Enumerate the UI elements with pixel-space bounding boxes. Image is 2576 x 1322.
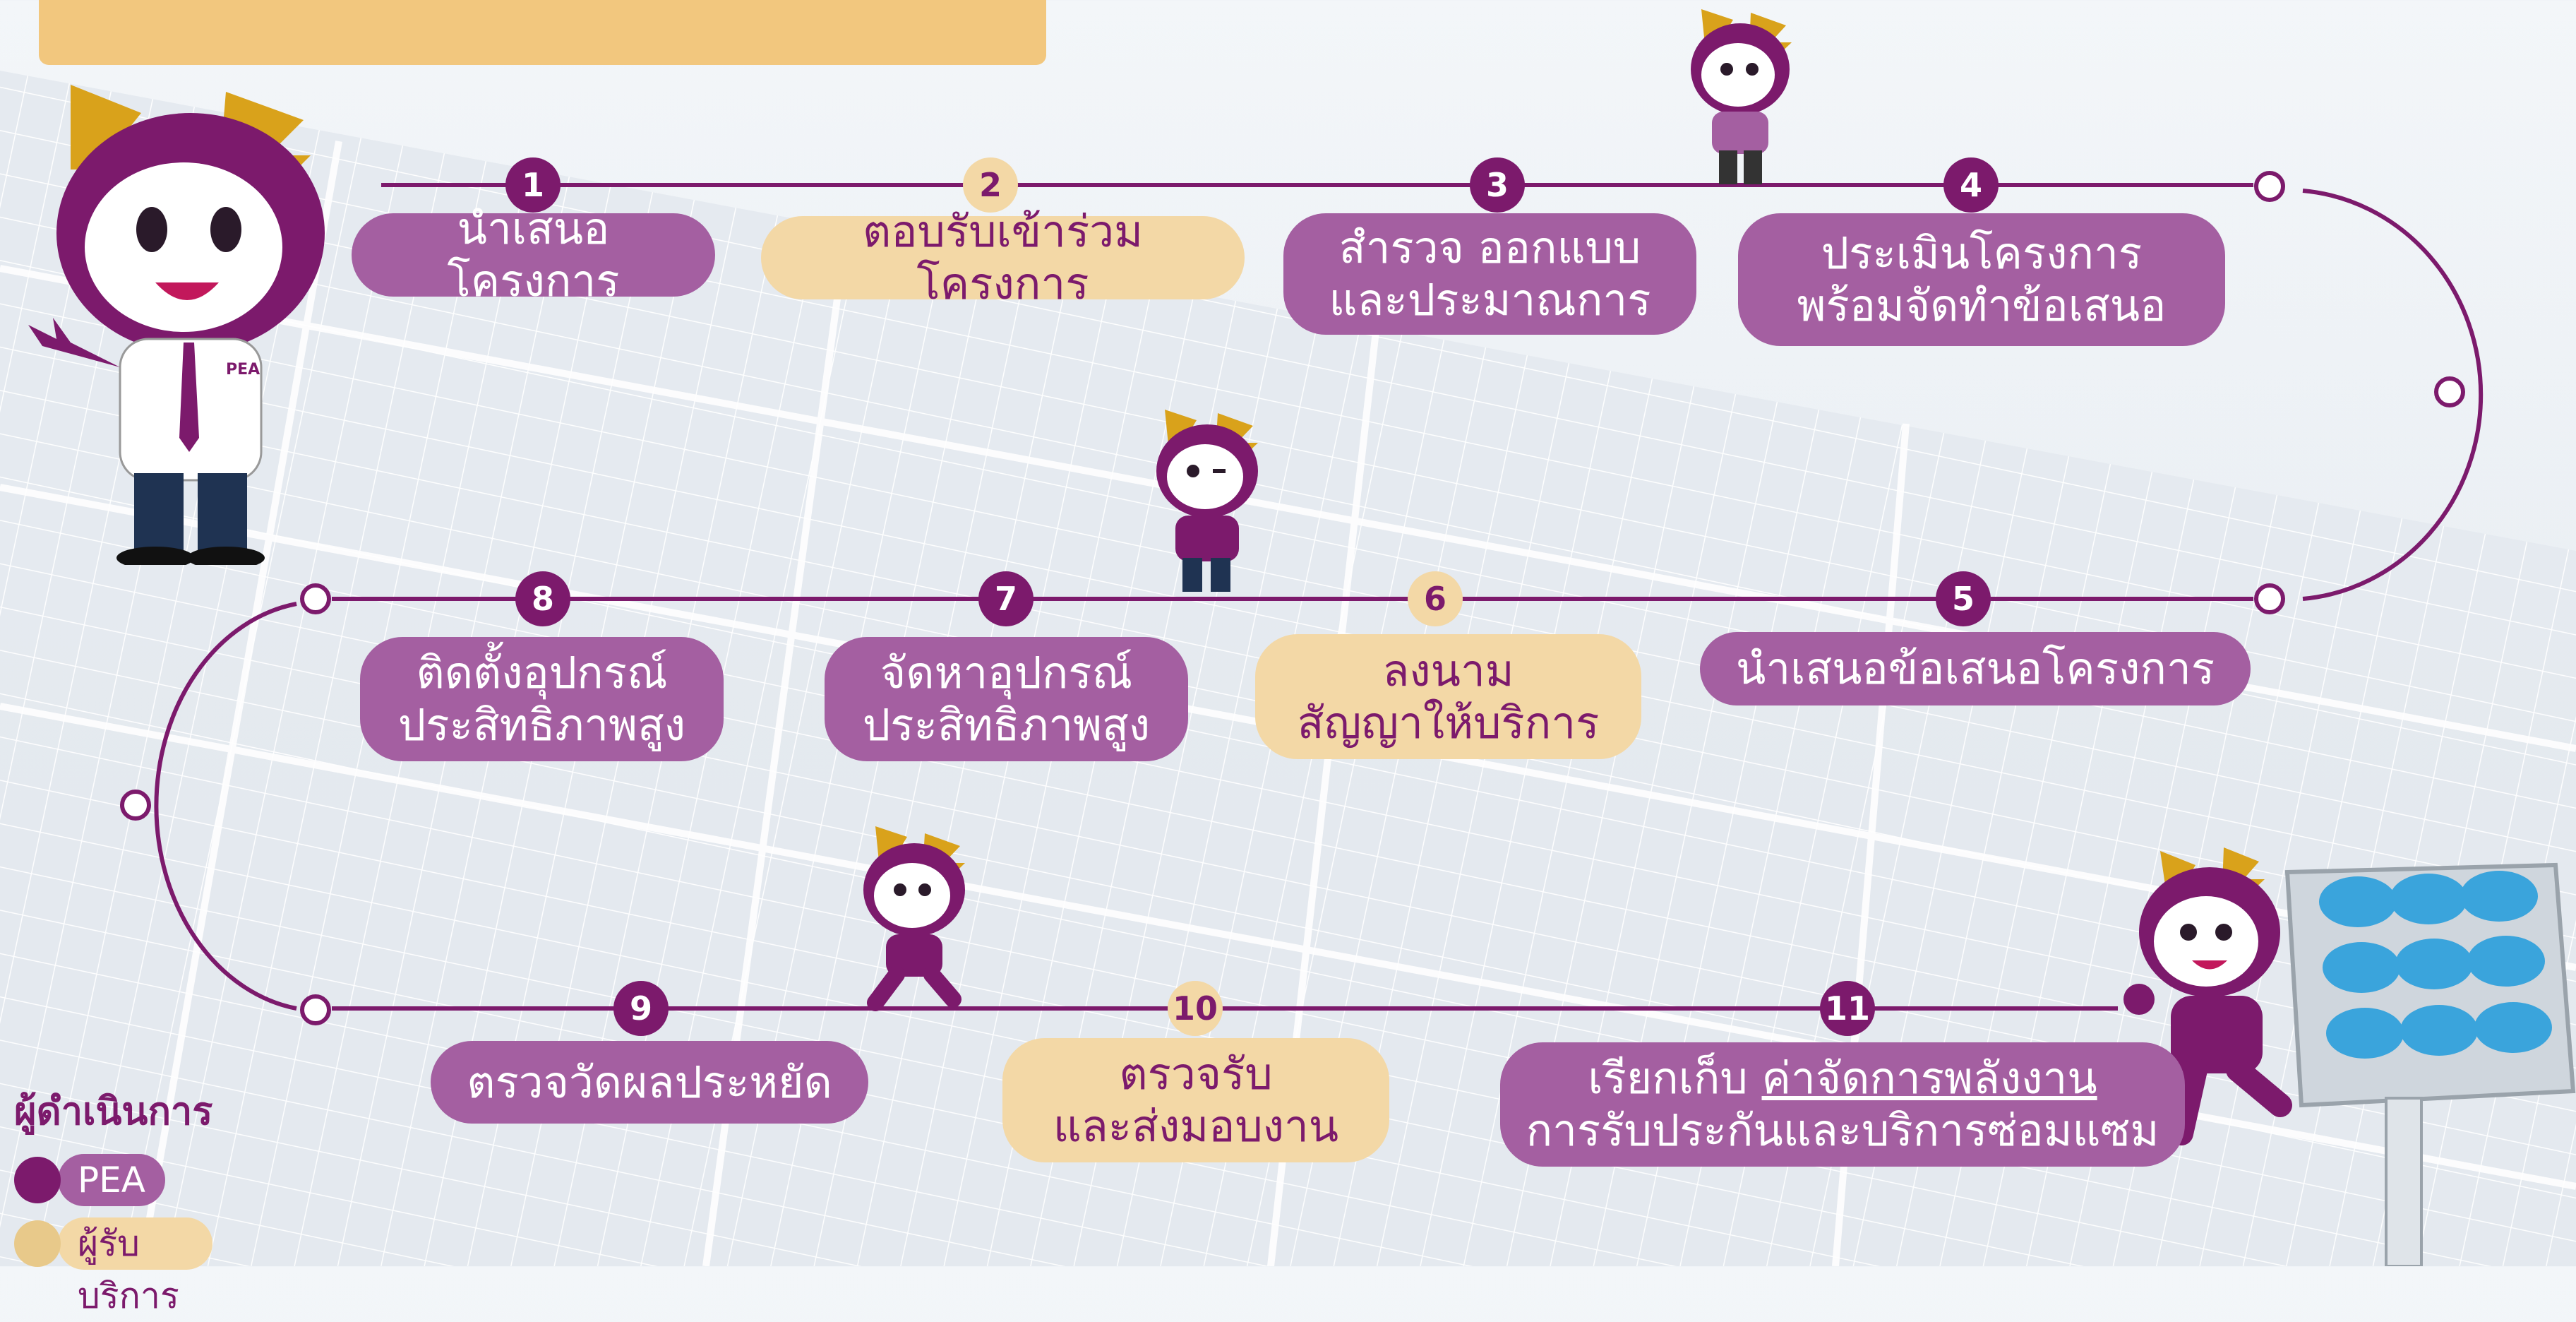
step-label-line-1: เรียกเก็บ ค่าจัดการพลังงาน <box>1588 1052 2097 1104</box>
legend-title: ผู้ดำเนินการ <box>14 1089 213 1133</box>
step-number-badge: 7 <box>978 571 1034 626</box>
step-number-badge: 2 <box>963 157 1018 213</box>
path-node-right <box>2434 376 2465 407</box>
step-label: ลงนาม สัญญาให้บริการ <box>1255 634 1641 759</box>
header-bar <box>39 0 1046 65</box>
step-label: ตอบรับเข้าร่วมโครงการ <box>761 206 1245 309</box>
step-label: ตรวจรับ และส่งมอบงาน <box>1002 1038 1389 1162</box>
step-number-badge: 9 <box>613 981 669 1036</box>
step-label: สำรวจ ออกแบบ และประมาณการ <box>1283 213 1696 335</box>
path-node-top-right <box>2254 171 2285 202</box>
step-label: นำเสนอข้อเสนอโครงการ <box>1700 632 2251 705</box>
legend-label: ผู้รับบริการ <box>58 1217 213 1316</box>
mascot-presenter: PEA <box>28 85 325 565</box>
step-number-badge: 6 <box>1408 571 1463 626</box>
legend-item-pea: PEA <box>14 1151 212 1208</box>
legend-swatch <box>14 1220 61 1267</box>
path-node-mid-right <box>2254 583 2285 614</box>
mascot-badge-text: PEA <box>226 361 260 379</box>
legend-label: PEA <box>58 1154 165 1206</box>
mascot-solar-panel <box>2123 847 2576 1266</box>
path-node-bottom-left <box>300 994 331 1025</box>
legend-swatch <box>14 1157 61 1203</box>
step-number-badge: 10 <box>1168 981 1223 1036</box>
mascot-running <box>863 826 965 1011</box>
legend: ผู้ดำเนินการ PEA ผู้รับบริการ <box>14 1080 213 1316</box>
step-label: เรียกเก็บ ค่าจัดการพลังงาน การรับประกันแ… <box>1500 1042 2185 1167</box>
step-number-badge: 5 <box>1936 571 1991 626</box>
step-number-badge: 3 <box>1470 157 1525 213</box>
step-label: จัดหาอุปกรณ์ ประสิทธิภาพสูง <box>825 637 1188 761</box>
path-node-mid-left <box>300 583 331 614</box>
step-number-badge: 11 <box>1820 981 1875 1036</box>
step-label: ตรวจวัดผลประหยัด <box>431 1041 868 1124</box>
legend-item-provider: ผู้รับบริการ <box>14 1215 213 1316</box>
mascot-thumbs <box>1156 410 1258 592</box>
step-label: ติดตั้งอุปกรณ์ ประสิทธิภาพสูง <box>360 637 724 761</box>
step-number-badge: 4 <box>1943 157 1999 213</box>
mascot-arms-crossed <box>1691 9 1792 184</box>
step-number-badge: 8 <box>515 571 570 626</box>
step-number-badge: 1 <box>505 157 561 213</box>
energy-management-fee-link[interactable]: ค่าจัดการพลังงาน <box>1761 1052 2097 1104</box>
step-label: ประเมินโครงการ พร้อมจัดทำข้อเสนอ <box>1738 213 2225 346</box>
step-label-prefix: เรียกเก็บ <box>1588 1052 1762 1104</box>
path-node-left <box>120 790 151 821</box>
step-label: นำเสนอโครงการ <box>352 203 715 306</box>
step-label-line-2: การรับประกันและบริการซ่อมแซม <box>1526 1104 2159 1156</box>
